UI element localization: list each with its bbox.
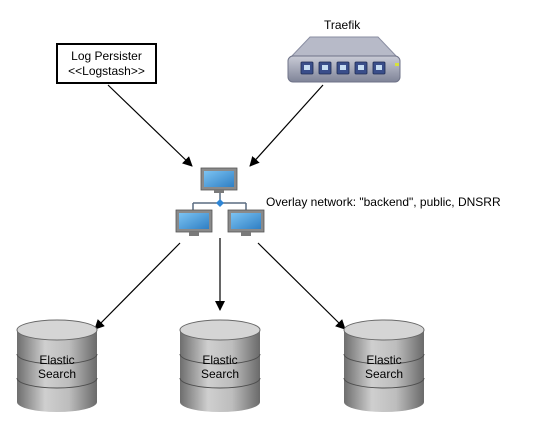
edge-logpersister-network — [107, 84, 193, 167]
network-icon — [175, 167, 265, 236]
database-label-1: Elastic Search — [17, 353, 97, 381]
database-label-line1: Elastic — [366, 353, 402, 367]
database-icon — [343, 319, 425, 412]
edge-traefik-network — [249, 84, 324, 167]
log-persister-stereotype: <<Logstash>> — [68, 64, 145, 78]
router-icon — [287, 36, 401, 83]
database-label-3: Elastic Search — [344, 353, 424, 381]
network-label: Overlay network: "backend", public, DNSR… — [266, 195, 501, 209]
log-persister-name: Log Persister — [71, 49, 142, 63]
database-label-line2: Search — [364, 367, 404, 381]
database-icon — [179, 319, 261, 412]
database-label-line2: Search — [200, 367, 240, 381]
edge-network-db3 — [257, 242, 346, 330]
log-persister-node: Log Persister <<Logstash>> — [56, 43, 157, 84]
database-label-line1: Elastic — [39, 353, 75, 367]
edges — [94, 84, 346, 330]
database-label-line2: Search — [37, 367, 77, 381]
database-label-2: Elastic Search — [180, 353, 260, 381]
edge-network-db1 — [94, 242, 181, 330]
traefik-label: Traefik — [324, 18, 361, 32]
database-icon — [16, 319, 98, 412]
database-label-line1: Elastic — [202, 353, 238, 367]
